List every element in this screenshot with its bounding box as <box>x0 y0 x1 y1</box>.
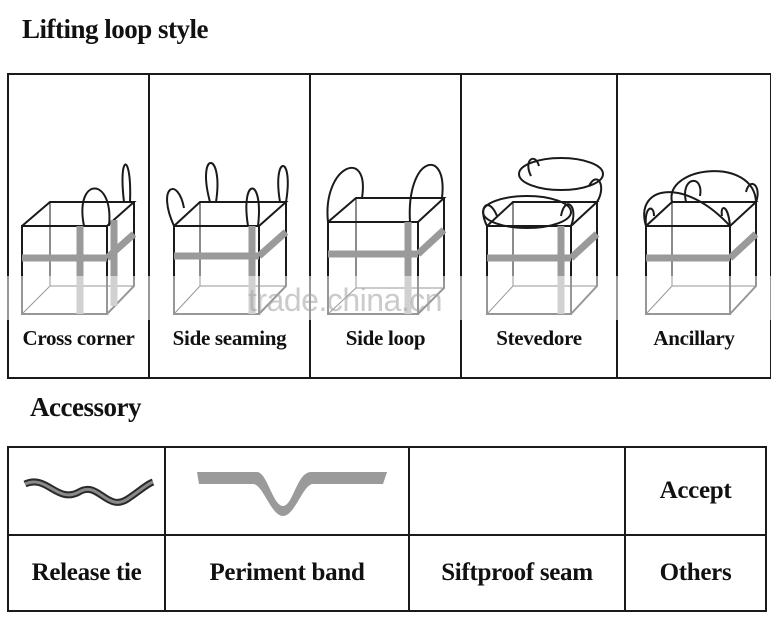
release-tie-label-cell: Release tie <box>7 534 166 612</box>
others-label-cell: Others <box>624 534 767 612</box>
periment-band-label: Periment band <box>209 559 365 586</box>
loop-cell-cross-corner: Cross corner <box>7 73 150 379</box>
periment-band-image-cell <box>164 446 410 536</box>
loop-cell-stevedore: Stevedore <box>460 73 618 379</box>
loop-label-side-seaming: Side seaming <box>172 326 287 350</box>
siftproof-seam-image-cell <box>408 446 626 536</box>
accessory-heading: Accessory <box>30 392 141 422</box>
watermark-text: trade.china.cn <box>248 282 443 318</box>
ancillary-bag-icon <box>643 170 759 315</box>
accept-cell: Accept <box>624 446 767 536</box>
periment-band-icon <box>197 471 387 516</box>
release-tie-image-cell <box>7 446 166 536</box>
accessory-table: Accept Release tie Periment band Siftpro… <box>7 446 767 612</box>
loop-style-table: Cross corner <box>7 73 771 379</box>
siftproof-seam-label: Siftproof seam <box>441 559 593 586</box>
loop-cell-side-loop: Side loop <box>309 73 462 379</box>
loop-label-stevedore: Stevedore <box>496 326 582 350</box>
loop-cell-ancillary: Ancillary <box>616 73 771 379</box>
loop-cell-side-seaming: Side seaming <box>148 73 311 379</box>
loop-label-cross-corner: Cross corner <box>22 326 135 350</box>
accept-label: Accept <box>659 477 732 504</box>
loop-label-ancillary: Ancillary <box>653 326 735 350</box>
release-tie-label: Release tie <box>31 559 142 586</box>
periment-band-label-cell: Periment band <box>164 534 410 612</box>
others-label: Others <box>659 559 732 586</box>
stevedore-bag-icon <box>482 157 604 315</box>
lifting-loop-heading: Lifting loop style <box>22 14 209 44</box>
release-tie-icon <box>23 478 154 506</box>
siftproof-seam-label-cell: Siftproof seam <box>408 534 626 612</box>
cross-corner-bag-icon <box>20 163 137 315</box>
loop-label-side-loop: Side loop <box>345 326 426 350</box>
